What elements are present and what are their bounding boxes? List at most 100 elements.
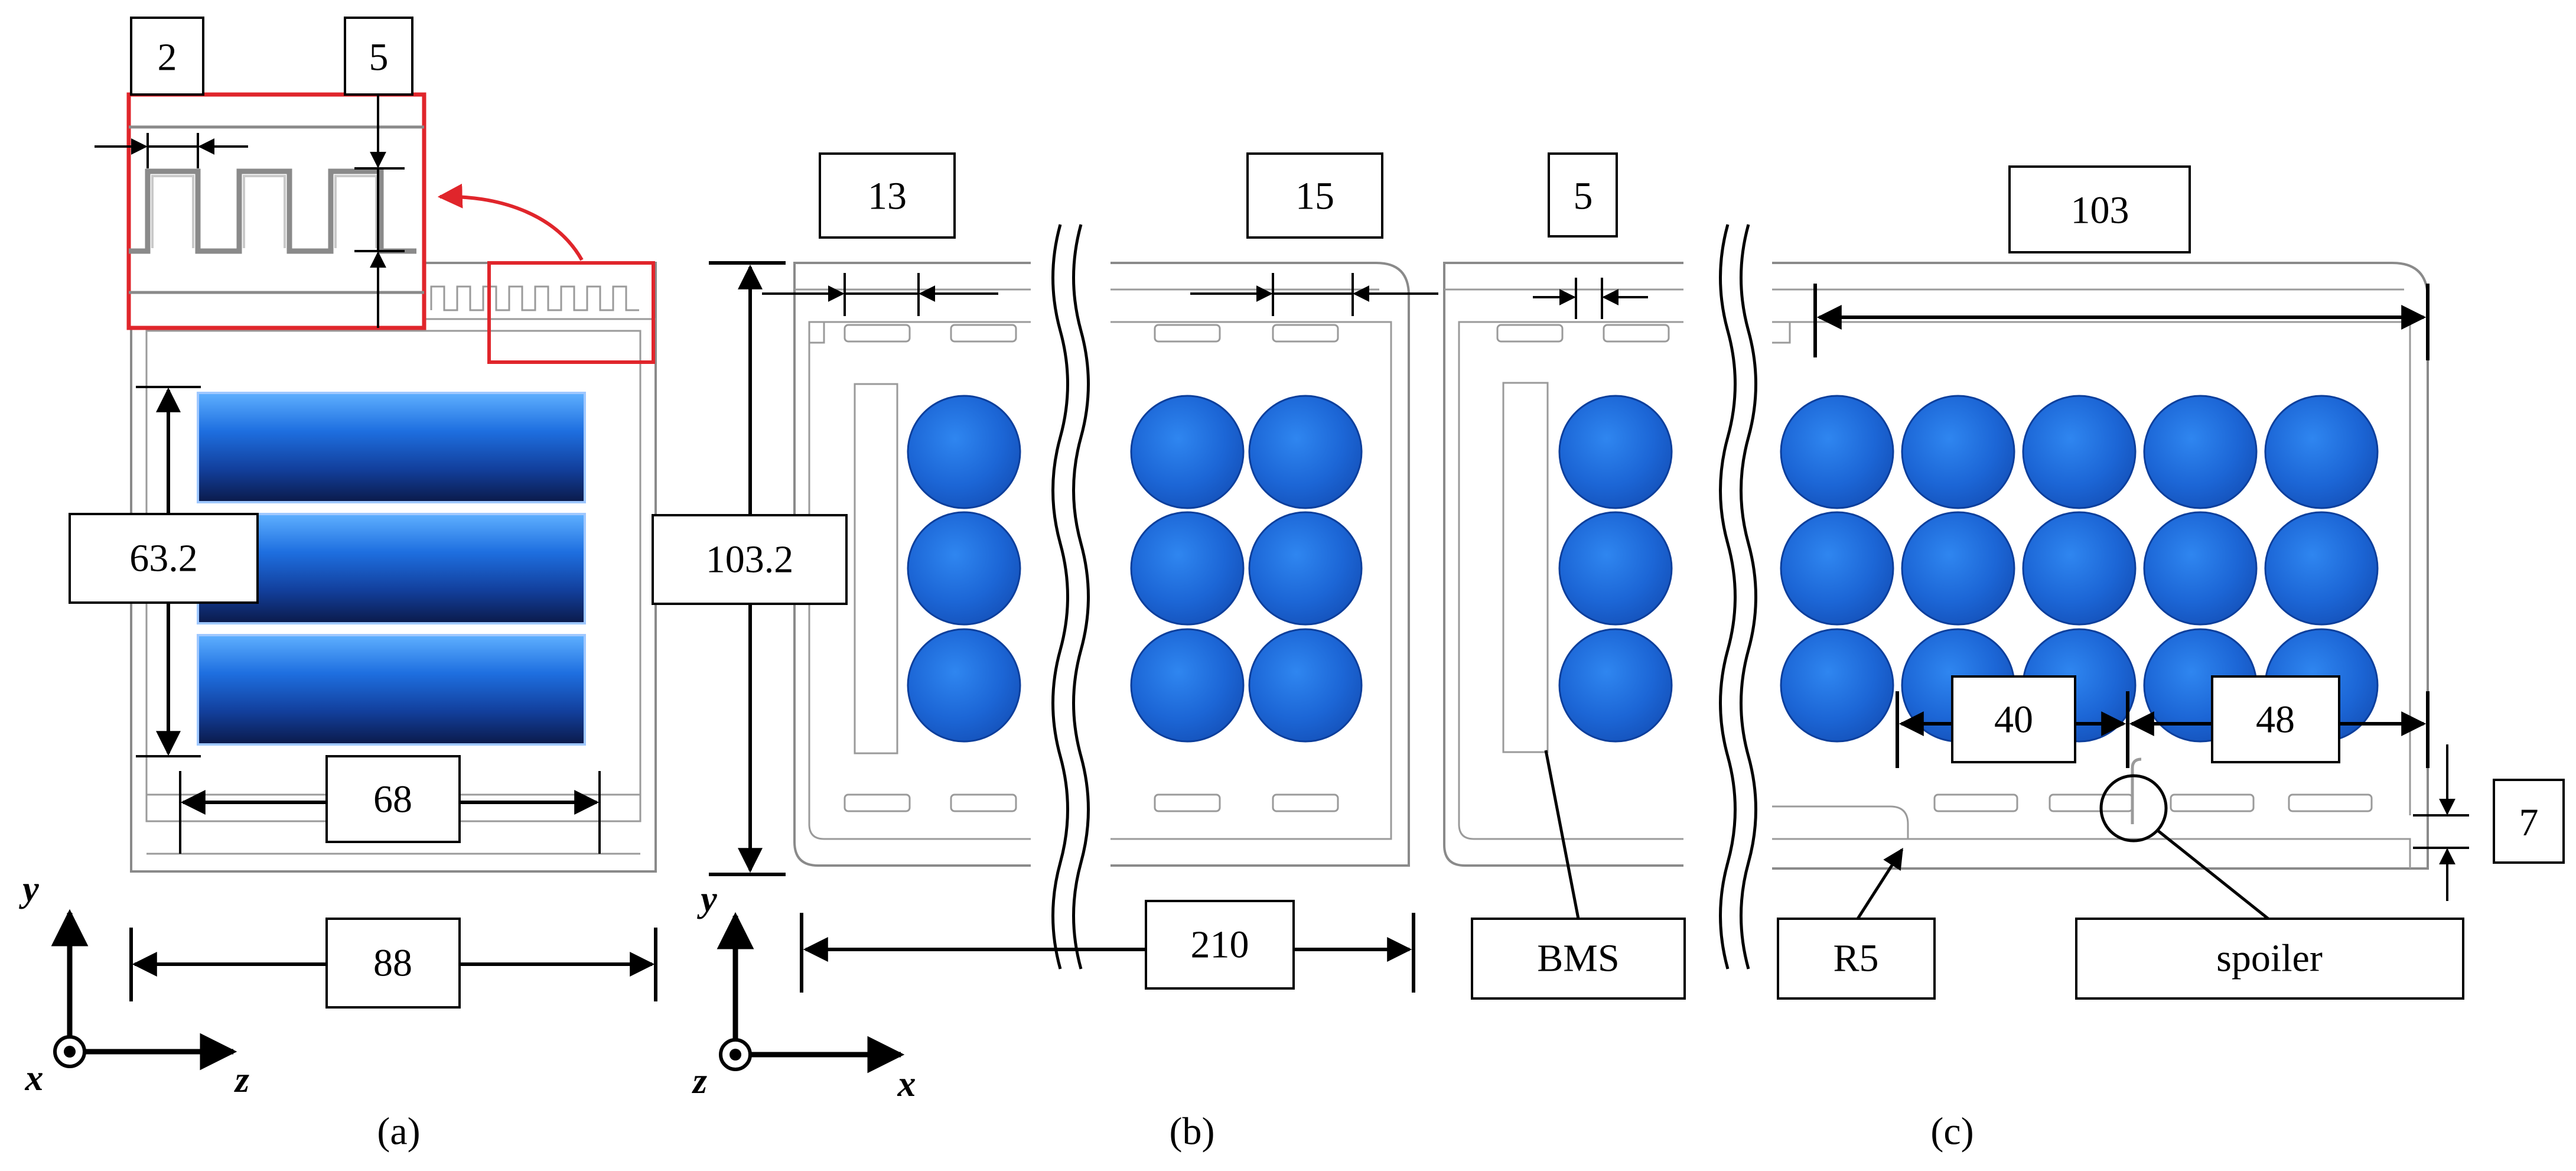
dim-210-box — [1145, 900, 1295, 990]
axis-a-normal-label: x — [25, 1058, 44, 1098]
zoom-arrow — [437, 183, 584, 261]
module-c-left-inner — [1458, 321, 1683, 840]
module-b-left-inner — [808, 321, 1031, 840]
cylindrical-cell — [907, 628, 1021, 743]
cylindrical-cell — [2022, 511, 2137, 626]
cylindrical-cell — [1248, 395, 1363, 509]
cylindrical-cell — [1130, 628, 1245, 743]
axis-a-vertical-label: y — [18, 869, 39, 909]
dim-103-2-label: 103.2 — [706, 538, 794, 581]
dim-13-box — [819, 152, 956, 239]
slot-b4 — [950, 793, 1017, 812]
slot-c4 — [2049, 793, 2134, 812]
r5-leader — [1856, 848, 1904, 920]
dim-5c-box — [1548, 152, 1618, 238]
bms-board-b — [854, 383, 898, 754]
spoiler-callout-label: spoiler — [2216, 937, 2323, 980]
dim-88-label: 88 — [373, 942, 412, 985]
slot-b3 — [844, 793, 911, 812]
bms-callout-label: BMS — [1537, 937, 1619, 980]
spoiler-shape — [2131, 757, 2142, 824]
dim-40-box — [1951, 675, 2076, 763]
break-line-b1 — [1051, 224, 1069, 970]
dim-7-label: 7 — [2519, 801, 2539, 844]
bms-board-c — [1502, 382, 1549, 753]
cylindrical-cell — [2143, 395, 2258, 509]
dim-13-label: 13 — [868, 175, 907, 218]
axis-b-normal-label: z — [692, 1061, 707, 1101]
axis-b-horizontal-label: x — [897, 1064, 916, 1104]
dim-5a-box — [344, 17, 413, 96]
slot-b6 — [1272, 324, 1339, 343]
module-c-right-notch — [1772, 321, 1791, 344]
r5-callout-label: R5 — [1833, 937, 1878, 980]
dim-103-label: 103 — [2071, 189, 2129, 232]
cylindrical-cell — [907, 395, 1021, 509]
cylindrical-cell — [1248, 511, 1363, 626]
slot-b8 — [1272, 793, 1339, 812]
dim-48-box — [2211, 675, 2340, 763]
slot-b2 — [950, 324, 1017, 343]
cylindrical-cell — [1248, 628, 1363, 743]
slot-c3 — [1933, 793, 2018, 812]
cylindrical-cell — [1780, 395, 1894, 509]
cylindrical-cell — [2143, 511, 2258, 626]
axis-b-origin-dot — [730, 1049, 741, 1061]
cylindrical-cell — [1558, 395, 1673, 509]
zoom-inset — [126, 92, 426, 330]
module-c-left-outline — [1443, 262, 1683, 867]
spoiler-callout-box — [2075, 918, 2464, 1000]
dim-15-box — [1246, 152, 1383, 239]
caption-b: (b) — [1170, 1110, 1215, 1153]
caption-c: (c) — [1930, 1110, 1973, 1153]
panel-b: 13 15 103.2 210 y x z (b — [652, 152, 1438, 1153]
slot-c2 — [1603, 324, 1670, 343]
module-b-left-notch — [809, 321, 825, 344]
dim-7-box — [2493, 779, 2565, 864]
axis-a-origin-dot — [64, 1046, 76, 1058]
cylindrical-cell — [1130, 511, 1245, 626]
cylindrical-cell — [1558, 628, 1673, 743]
slot-c5 — [2170, 793, 2255, 812]
dim-68-box — [325, 755, 461, 843]
highlight-box — [487, 261, 655, 364]
spoiler-circle — [2099, 774, 2168, 843]
axis-b-vertical-label: y — [696, 879, 717, 919]
break-line-c1 — [1719, 224, 1737, 970]
panel-c: 5 103 40 48 7 BMS R5 — [1443, 152, 2565, 1153]
axes-b: y x z — [692, 879, 916, 1104]
break-line-b2 — [1072, 224, 1090, 970]
module-c-bottom-channel — [1772, 805, 2411, 869]
module-b-right-inner — [1110, 321, 1392, 840]
bms-leader — [1544, 750, 1580, 919]
cylindrical-cell — [2022, 395, 2137, 509]
dim-88-box — [325, 918, 461, 1009]
slot-c1 — [1496, 324, 1564, 343]
dim-5c-label: 5 — [1574, 175, 1593, 218]
slot-b7 — [1154, 793, 1221, 812]
axes-a: y z x — [18, 869, 249, 1100]
dim-2-label: 2 — [158, 36, 177, 79]
dim-5a-label: 5 — [369, 36, 389, 79]
bms-callout-box — [1471, 918, 1686, 1000]
break-line-c2 — [1740, 224, 1757, 970]
prismatic-cell-3 — [197, 634, 586, 746]
spoiler-leader — [2156, 829, 2269, 920]
dim-103-box — [2008, 165, 2191, 253]
slot-b5 — [1154, 324, 1221, 343]
cylindrical-cell — [1780, 628, 1894, 743]
inset-fin-profile — [129, 168, 416, 254]
cylindrical-cell — [1901, 511, 2015, 626]
prismatic-cell-1 — [197, 392, 586, 503]
module-b-right-outline — [1110, 262, 1410, 867]
dim-103-2-box — [652, 514, 848, 605]
dim-210-label: 210 — [1191, 923, 1249, 967]
inset-fin-inner — [151, 175, 377, 248]
dim-63-box — [69, 513, 259, 604]
caption-a: (a) — [377, 1110, 420, 1153]
module-b-left-outline — [793, 262, 1031, 867]
fin-pattern — [430, 285, 639, 311]
r5-callout-box — [1777, 918, 1936, 1000]
cylindrical-cell — [1901, 395, 2015, 509]
